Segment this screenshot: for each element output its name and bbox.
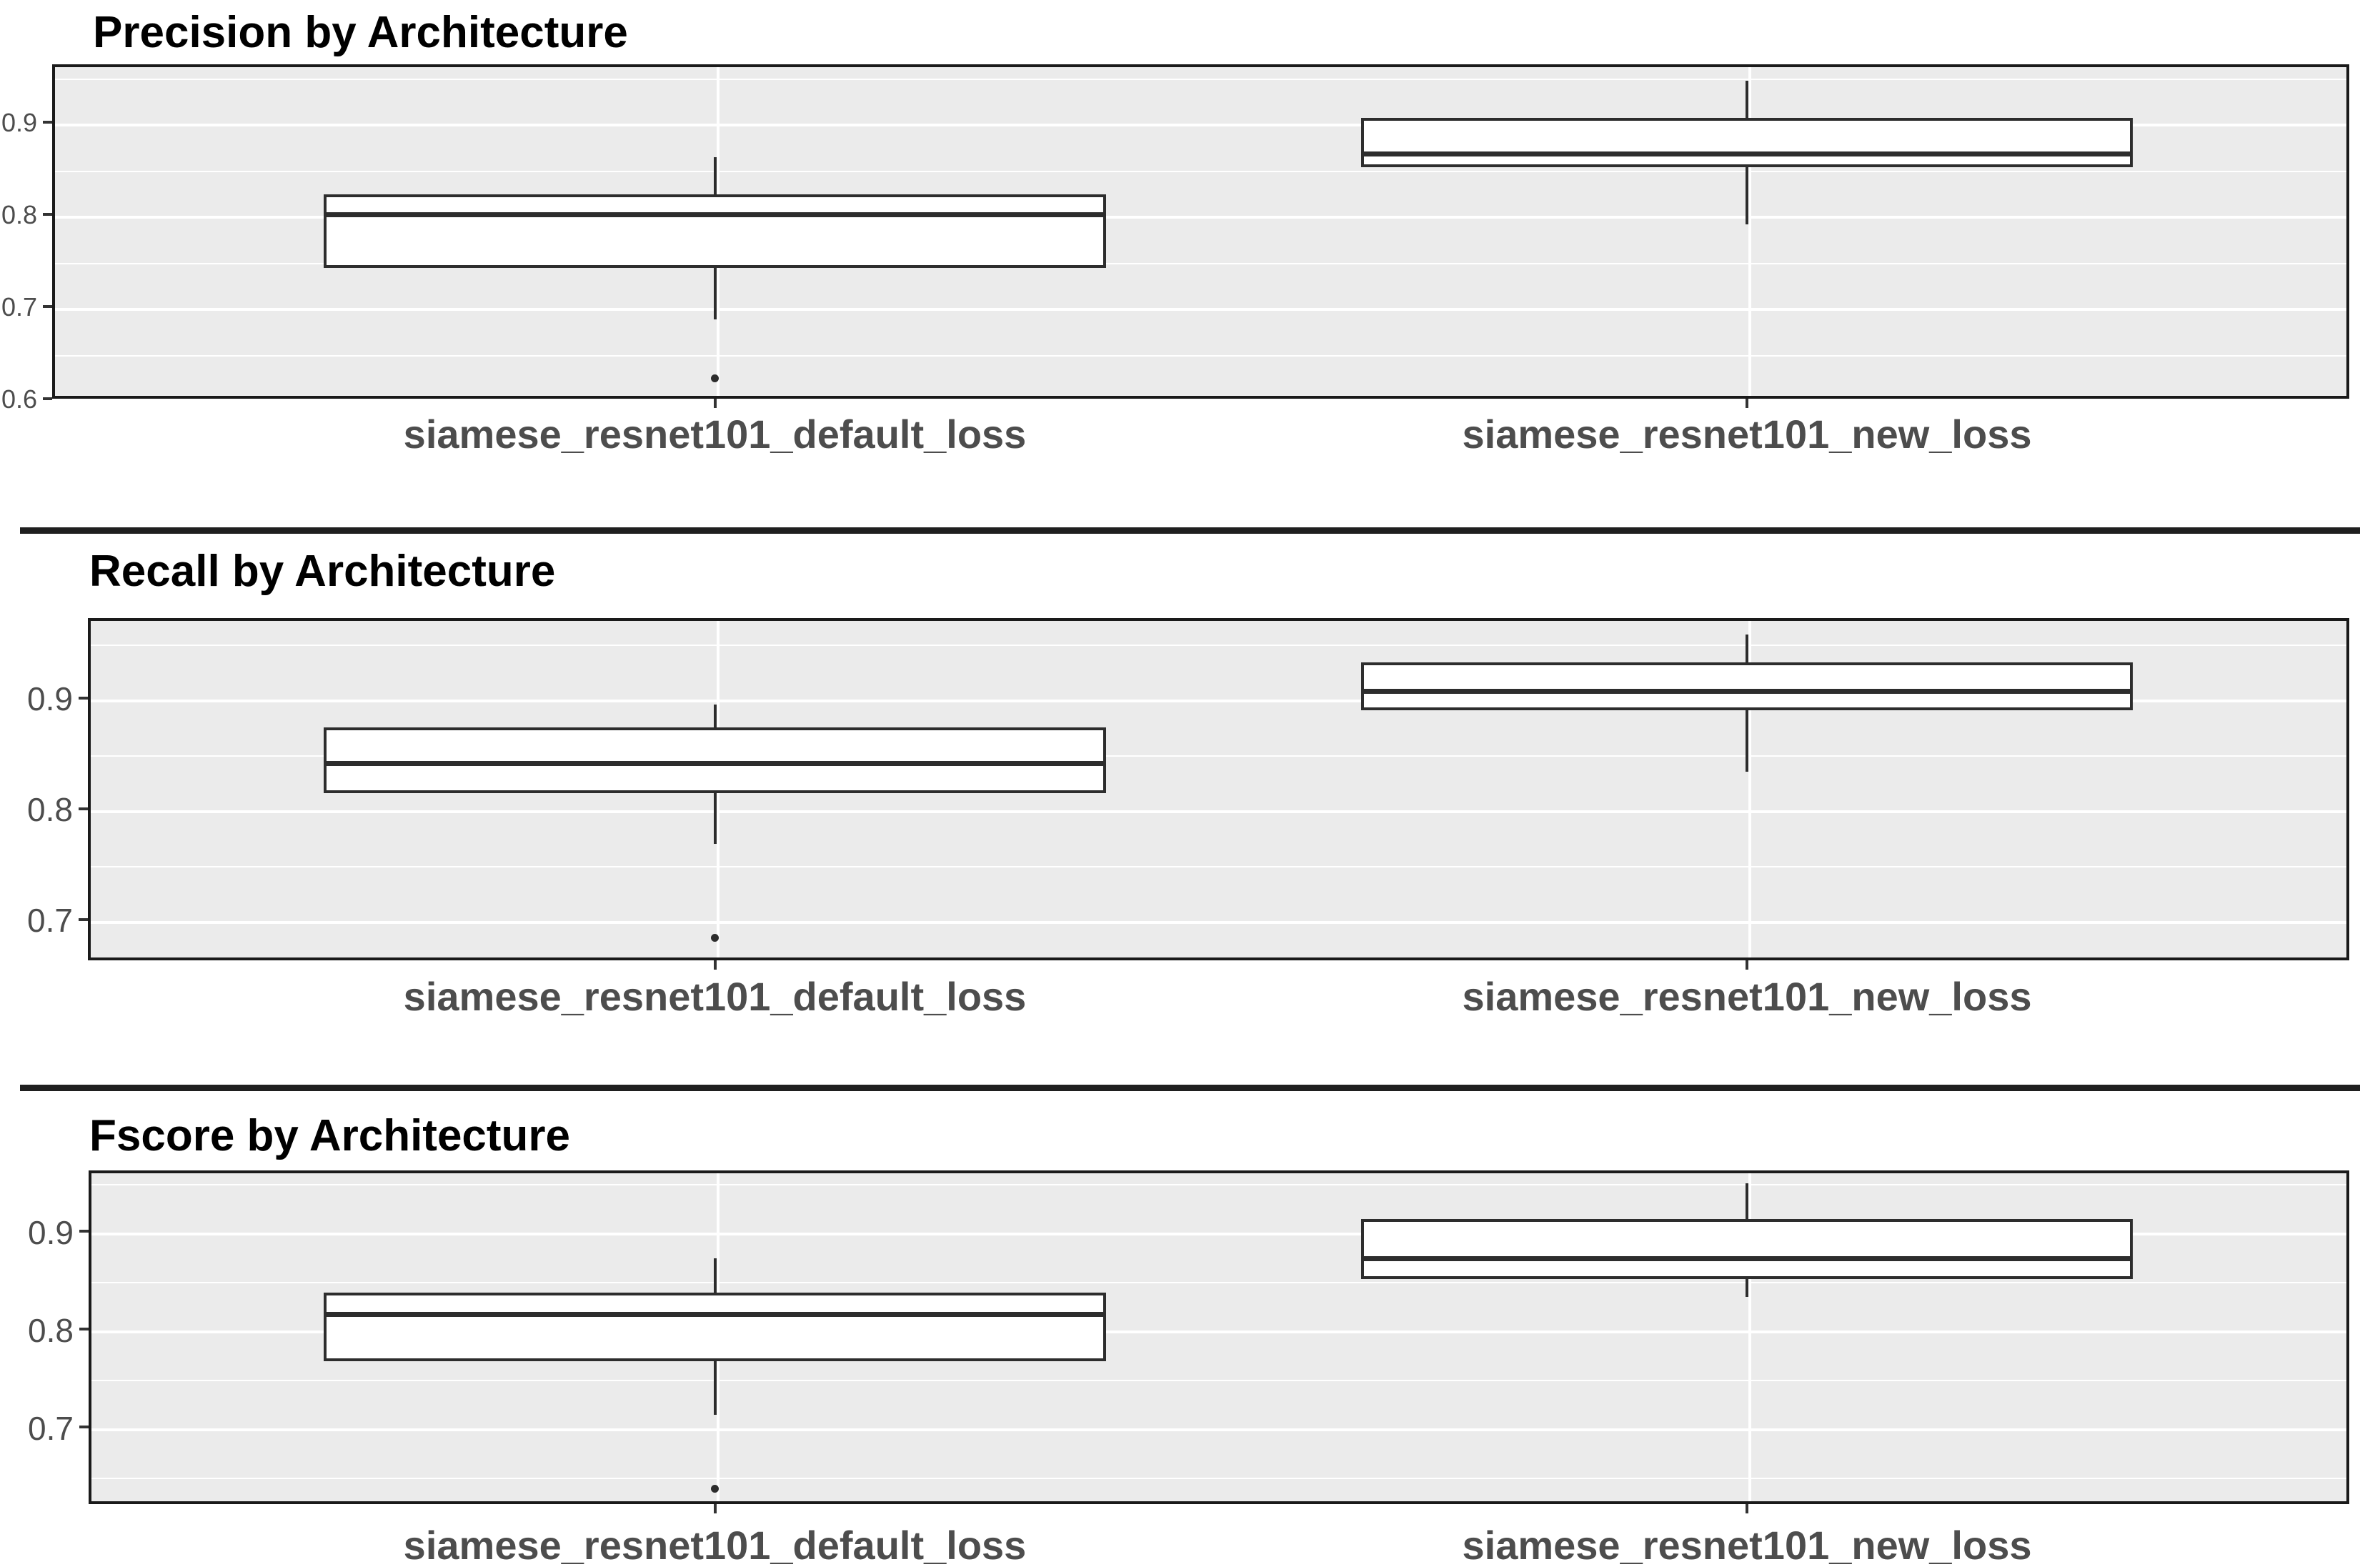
x-category-label: siamese_resnet101_default_loss [403, 1523, 1027, 1567]
x-category-label: siamese_resnet101_default_loss [403, 974, 1027, 1019]
whisker-upper [1746, 81, 1748, 118]
median-line [326, 1311, 1104, 1317]
median-line [1363, 688, 2131, 694]
whisker-upper [1746, 635, 1748, 662]
y-tick-label: 0.8 [28, 1311, 74, 1349]
whisker-upper [713, 704, 717, 728]
whisker-lower [1746, 1279, 1748, 1297]
gridline-horizontal-major [55, 400, 2346, 403]
whisker-upper [713, 1258, 717, 1293]
chart-title: Fscore by Architecture [89, 1111, 571, 1160]
gridline-vertical-major [1748, 67, 1751, 396]
whisker-lower [1746, 167, 1748, 225]
gridline-horizontal-major [55, 124, 2346, 127]
y-axis-tickmark [79, 1327, 89, 1330]
separator-line [20, 527, 2360, 534]
boxplot-box [1361, 662, 2133, 710]
y-axis-tickmark [43, 121, 52, 124]
gridline-horizontal-minor [91, 755, 2346, 757]
gridline-horizontal-major [55, 216, 2346, 219]
gridline-horizontal-minor [91, 645, 2346, 647]
boxplot-box [324, 727, 1106, 793]
median-line [326, 212, 1104, 217]
gridline-horizontal-minor [91, 1478, 2346, 1480]
gridline-horizontal-minor [55, 262, 2346, 264]
y-tick-label: 0.8 [27, 791, 73, 829]
y-tick-label: 0.9 [1, 108, 37, 138]
outlier-point [711, 1484, 719, 1493]
gridline-vertical-major [1748, 1173, 1751, 1501]
y-axis-tickmark [43, 305, 52, 309]
gridline-horizontal-major [91, 699, 2346, 702]
gridline-horizontal-major [91, 1428, 2346, 1431]
x-category-label: siamese_resnet101_default_loss [403, 412, 1027, 457]
y-tick-label: 0.9 [28, 1213, 74, 1251]
outlier-point [711, 374, 719, 383]
whisker-lower [1746, 710, 1748, 772]
whisker-upper [713, 157, 717, 194]
y-axis-tickmark [79, 1229, 89, 1233]
gridline-horizontal-major [91, 1330, 2346, 1333]
y-axis-tickmark [79, 917, 88, 921]
whisker-lower [713, 267, 717, 320]
boxplot-box [1361, 117, 2133, 168]
gridline-horizontal-major [91, 810, 2346, 813]
y-tick-label: 0.7 [27, 902, 73, 940]
gridline-horizontal-major [91, 1232, 2346, 1235]
gridline-horizontal-minor [55, 354, 2346, 357]
whisker-upper [1746, 1183, 1748, 1220]
gridline-horizontal-minor [91, 866, 2346, 868]
y-axis-tickmark [79, 1425, 89, 1428]
gridline-horizontal-major [91, 920, 2346, 924]
y-tick-label: 0.7 [28, 1409, 74, 1447]
y-axis-tickmark [43, 397, 52, 400]
y-tick-label: 0.7 [1, 292, 37, 322]
boxplot-box [1361, 1219, 2133, 1279]
gridline-horizontal-major [55, 308, 2346, 312]
separator-line [20, 1085, 2360, 1091]
x-axis-tickmark [713, 1504, 717, 1513]
gridline-horizontal-minor [55, 78, 2346, 80]
gridline-horizontal-minor [55, 170, 2346, 172]
x-axis-tickmark [1746, 399, 1748, 408]
y-axis-tickmark [79, 807, 88, 810]
y-tick-label: 0.6 [1, 384, 37, 414]
y-tick-label: 0.9 [27, 680, 73, 718]
median-line [326, 760, 1104, 766]
outlier-point [711, 934, 719, 942]
boxplot-box [324, 1293, 1106, 1362]
gridline-horizontal-minor [91, 1184, 2346, 1186]
median-line [1363, 151, 2131, 156]
median-line [1363, 1255, 2131, 1261]
y-axis-tickmark [43, 213, 52, 217]
boxplot-box [324, 194, 1106, 268]
x-axis-tickmark [1746, 1504, 1748, 1513]
gridline-horizontal-minor [91, 1380, 2346, 1382]
x-axis-tickmark [713, 399, 717, 408]
chart-title: Precision by Architecture [93, 8, 628, 57]
chart-title: Recall by Architecture [89, 547, 556, 596]
gridline-horizontal-minor [91, 1282, 2346, 1284]
whisker-lower [713, 1361, 717, 1416]
x-category-label: siamese_resnet101_new_loss [1462, 412, 2032, 457]
whisker-lower [713, 792, 717, 845]
x-category-label: siamese_resnet101_new_loss [1462, 974, 2032, 1019]
gridline-vertical-major [1748, 621, 1751, 957]
x-axis-tickmark [1746, 960, 1748, 970]
x-category-label: siamese_resnet101_new_loss [1462, 1523, 2032, 1567]
x-axis-tickmark [713, 960, 717, 970]
y-tick-label: 0.8 [1, 200, 37, 230]
y-axis-tickmark [79, 696, 88, 700]
